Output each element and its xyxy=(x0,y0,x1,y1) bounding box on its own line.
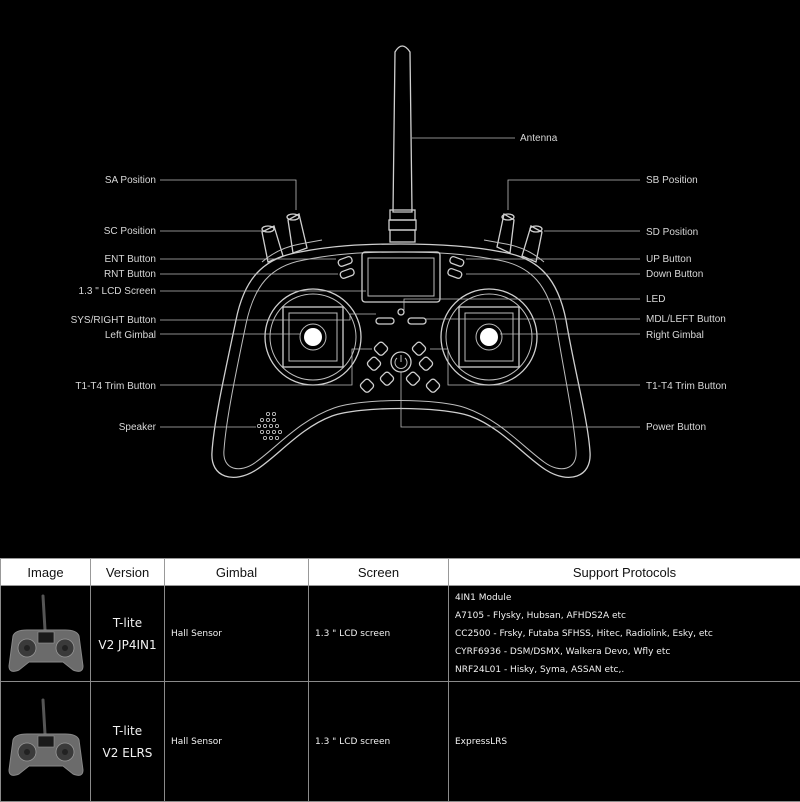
gimbal-cell: Hall Sensor xyxy=(165,682,309,802)
left-stick-cap xyxy=(304,328,322,346)
label-sd-position: SD Position xyxy=(646,227,698,238)
label-power-button: Power Button xyxy=(646,422,706,433)
label-antenna: Antenna xyxy=(520,133,558,144)
label-down-button: Down Button xyxy=(646,269,703,280)
right-stick-cap xyxy=(480,328,498,346)
protocol-line: 4IN1 Module xyxy=(455,589,794,607)
table-row: T-lite V2 JP4IN1 Hall Sensor 1.3 " LCD s… xyxy=(1,586,800,682)
protocol-line: CC2500 - Frsky, Futaba SFHSS, Hitec, Rad… xyxy=(455,625,794,643)
label-led: LED xyxy=(646,294,665,305)
label-up-button: UP Button xyxy=(646,254,691,265)
header-image: Image xyxy=(1,559,91,586)
protocols-cell: ExpressLRS xyxy=(449,682,800,802)
label-right-gimbal: Right Gimbal xyxy=(646,330,704,341)
protocol-line: ExpressLRS xyxy=(455,733,794,751)
leader-lines xyxy=(160,138,640,427)
label-sa-position: SA Position xyxy=(105,175,156,186)
label-rnt-button: RNT Button xyxy=(104,269,156,280)
table-header-row: Image Version Gimbal Screen Support Prot… xyxy=(1,559,800,586)
product-image-cell xyxy=(1,586,91,682)
spec-table: Image Version Gimbal Screen Support Prot… xyxy=(0,558,800,802)
left-gimbal-drawing xyxy=(265,289,361,385)
version-cell: T-lite V2 ELRS xyxy=(91,682,165,802)
version-line2: V2 ELRS xyxy=(97,742,158,764)
product-thumbnail xyxy=(7,592,85,676)
version-line2: V2 JP4IN1 xyxy=(97,634,158,656)
label-ent-button: ENT Button xyxy=(104,254,156,265)
label-trim-right: T1-T4 Trim Button xyxy=(646,381,727,392)
controller-diagram: Antenna SA Position SB Position SC Posit… xyxy=(0,0,800,560)
version-line1: T-lite xyxy=(97,720,158,742)
label-lcd-screen: 1.3 " LCD Screen xyxy=(79,286,156,297)
label-sb-position: SB Position xyxy=(646,175,698,186)
header-screen: Screen xyxy=(309,559,449,586)
speaker-drawing xyxy=(257,412,281,439)
label-trim-left: T1-T4 Trim Button xyxy=(75,381,156,392)
label-speaker: Speaker xyxy=(119,422,157,433)
label-left-gimbal: Left Gimbal xyxy=(105,330,156,341)
left-switches-drawing xyxy=(262,214,322,262)
right-gimbal-drawing xyxy=(441,289,537,385)
version-line1: T-lite xyxy=(97,612,158,634)
lcd-drawing xyxy=(362,252,440,302)
sys-mdl-buttons-drawing xyxy=(376,309,426,324)
gimbal-cell: Hall Sensor xyxy=(165,586,309,682)
protocol-line: CYRF6936 - DSM/DSMX, Walkera Devo, Wfly … xyxy=(455,643,794,661)
protocol-line: NRF24L01 - Hisky, Syma, ASSAN etc,. xyxy=(455,661,794,679)
header-version: Version xyxy=(91,559,165,586)
protocol-line: A7105 - Flysky, Hubsan, AFHDS2A etc xyxy=(455,607,794,625)
protocols-cell: 4IN1 Module A7105 - Flysky, Hubsan, AFHD… xyxy=(449,586,800,682)
version-cell: T-lite V2 JP4IN1 xyxy=(91,586,165,682)
screen-cell: 1.3 " LCD screen xyxy=(309,586,449,682)
label-mdl-left-button: MDL/LEFT Button xyxy=(646,314,726,325)
label-sys-right-button: SYS/RIGHT Button xyxy=(71,315,156,326)
product-thumbnail xyxy=(7,696,85,780)
table-row: T-lite V2 ELRS Hall Sensor 1.3 " LCD scr… xyxy=(1,682,800,802)
antenna-drawing xyxy=(389,46,416,242)
screen-cell: 1.3 " LCD screen xyxy=(309,682,449,802)
power-button-drawing xyxy=(391,352,411,372)
label-sc-position: SC Position xyxy=(104,226,156,237)
menu-buttons-drawing xyxy=(337,256,464,279)
header-gimbal: Gimbal xyxy=(165,559,309,586)
product-image-cell xyxy=(1,682,91,802)
header-protocols: Support Protocols xyxy=(449,559,800,586)
